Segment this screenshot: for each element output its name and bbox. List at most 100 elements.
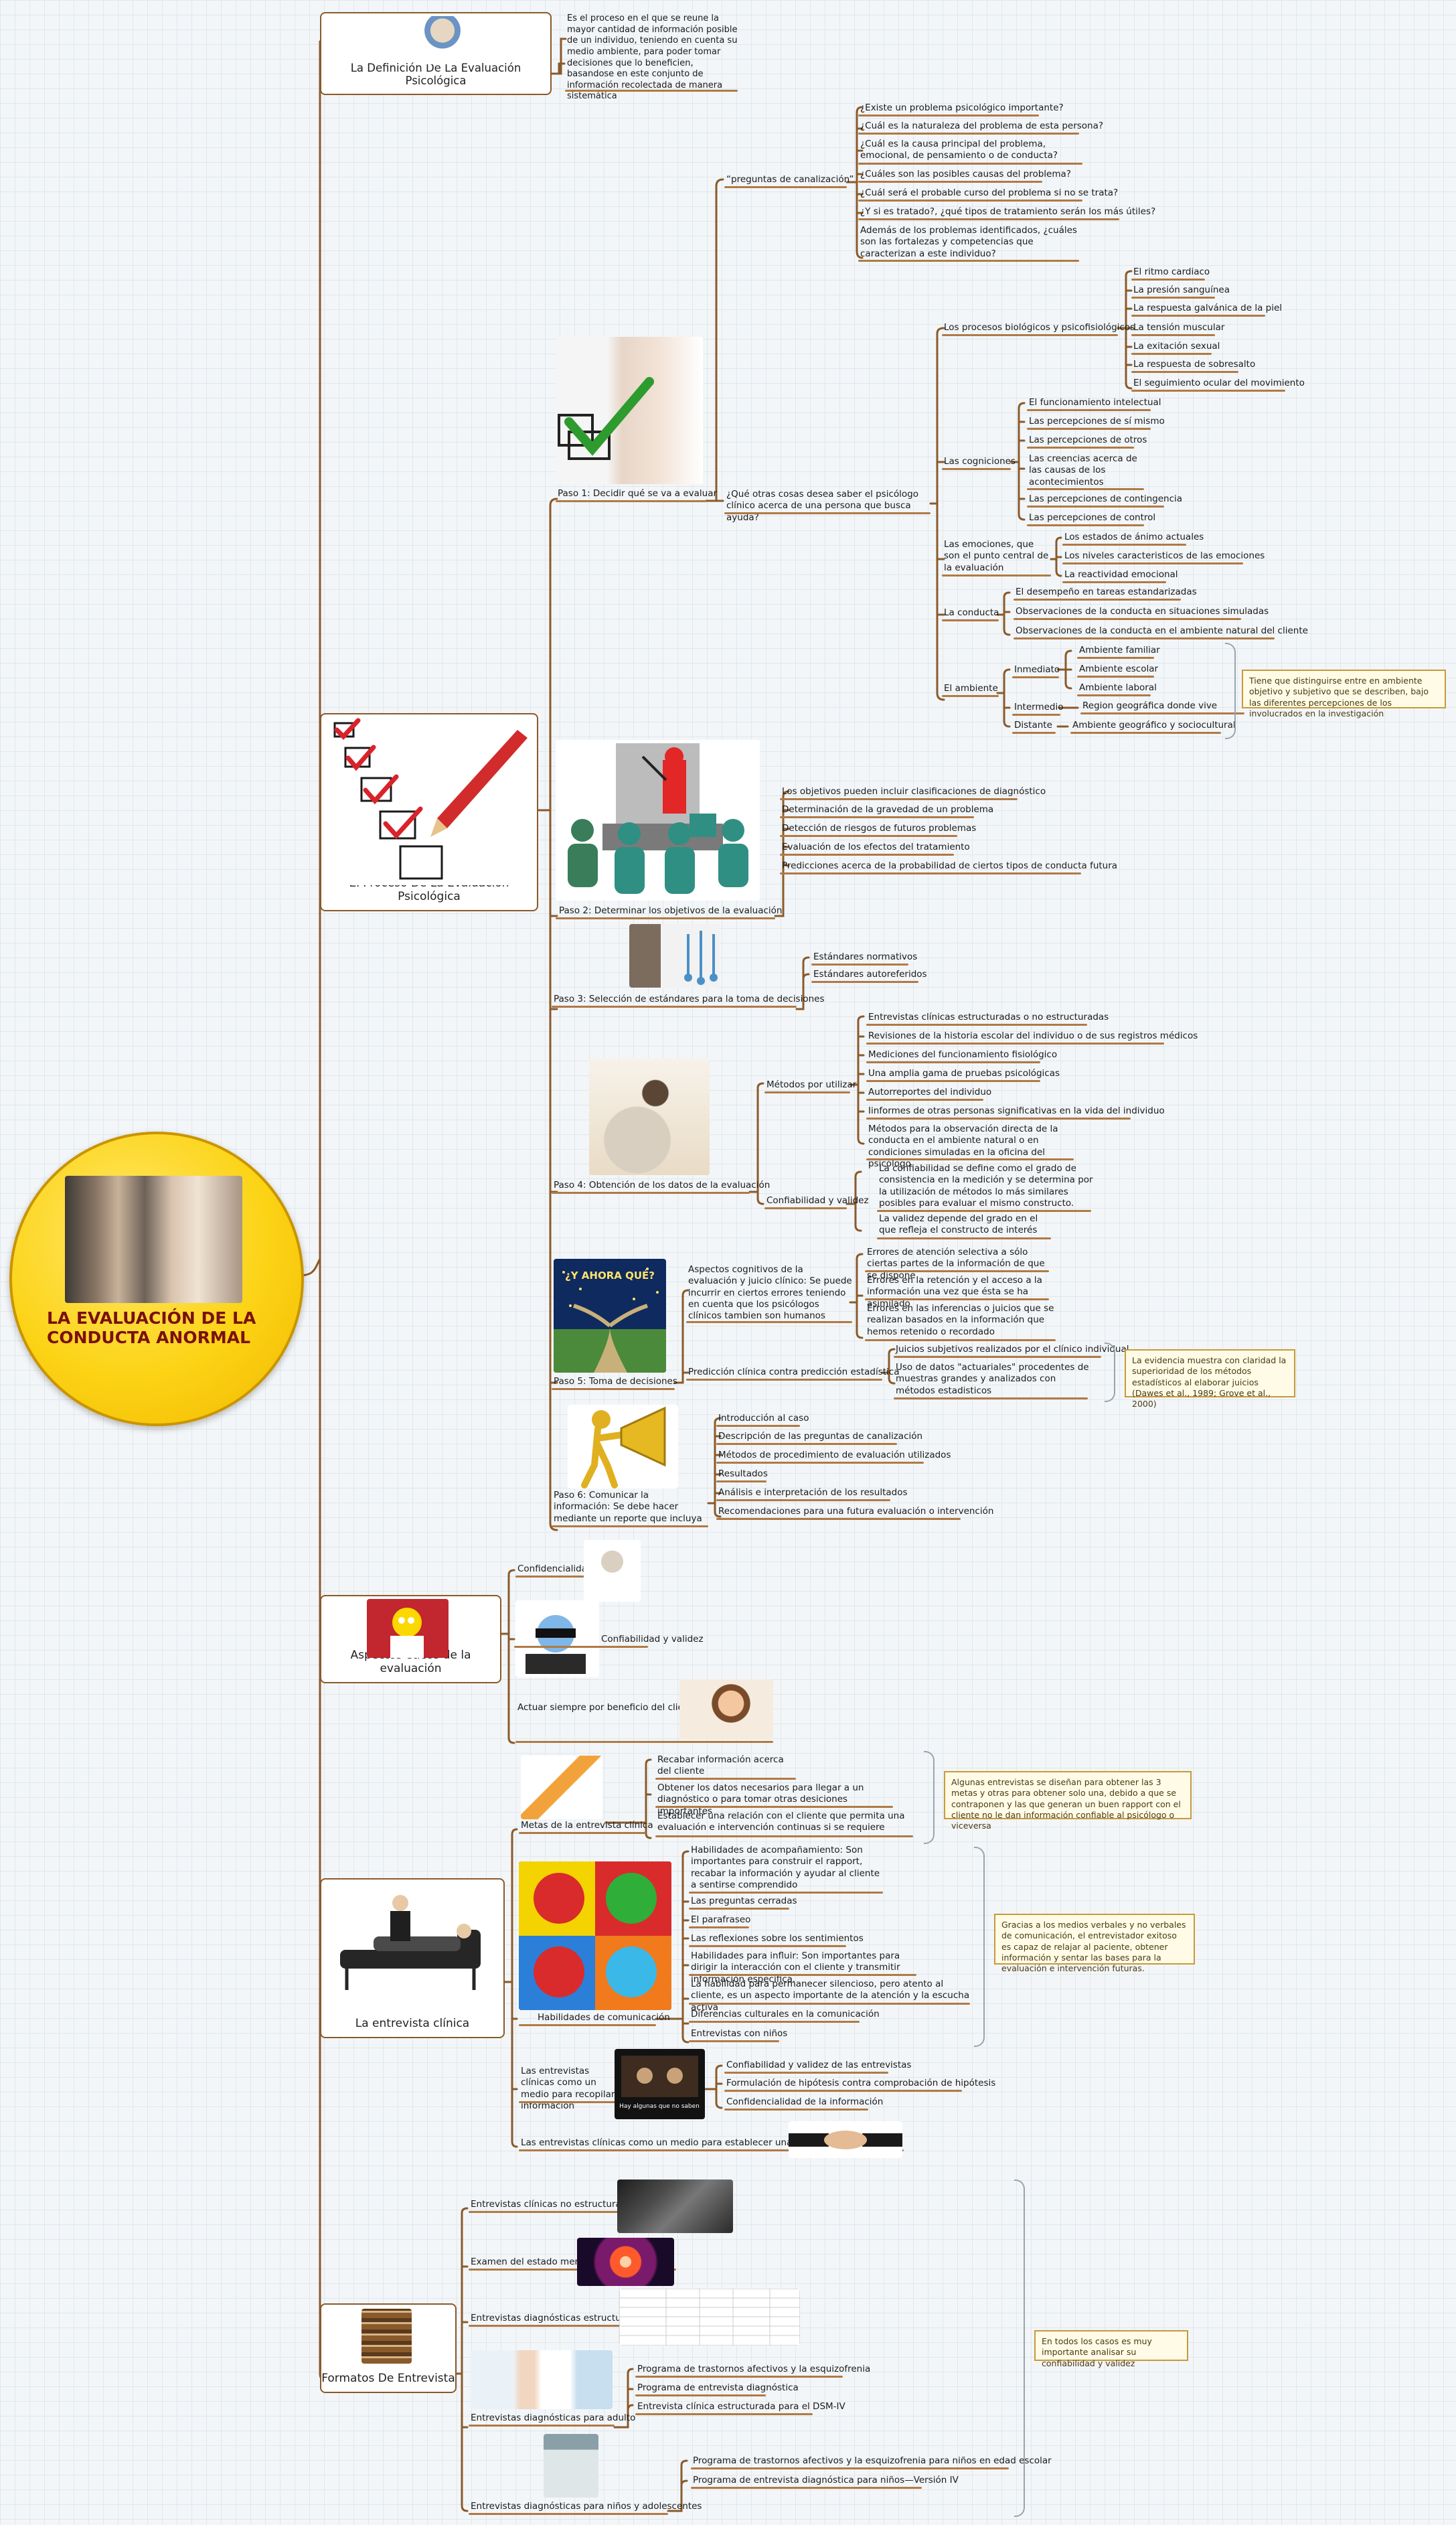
metas-brace <box>924 1751 935 1844</box>
item-underline <box>1062 544 1186 546</box>
paso3-underline <box>552 1006 797 1008</box>
cogniciones-item: Las percepciones de contingencia <box>1029 493 1183 504</box>
item-underline <box>1077 657 1154 659</box>
prediccion-item: Juicios subjetivos realizados por el clí… <box>896 1344 1129 1355</box>
definition-thinker-image <box>422 16 463 64</box>
item-underline <box>866 1080 1040 1082</box>
canalizacion-item: ¿Cuál es la causa principal del problema… <box>860 139 1058 161</box>
item-underline <box>1062 562 1243 564</box>
emociones-item: La reactividad emocional <box>1064 569 1178 580</box>
biologicos-item: La tensión muscular <box>1133 322 1225 333</box>
item-underline <box>716 1499 890 1501</box>
item-underline <box>780 798 1018 800</box>
item-underline <box>689 2040 779 2042</box>
label-underline <box>1012 732 1056 734</box>
formatos-note: En todos los casos es muy importante ana… <box>1034 2330 1188 2368</box>
item-underline <box>689 1974 916 1976</box>
label-underline <box>942 468 1011 470</box>
metodos-item: Una amplia gama de pruebas psicológicas <box>868 1068 1060 1079</box>
metas-item: Obtener los datos necesarios para llegar… <box>657 1782 864 1817</box>
relacion-label: Las entrevistas clínicas como un medio p… <box>521 2137 831 2148</box>
biologicos-item: El seguimiento ocular del movimiento <box>1133 378 1305 388</box>
adulto-item: Entrevista clínica estructurada para el … <box>637 2401 845 2412</box>
canalizacion-item: ¿Existe un problema psicológico importan… <box>860 102 1064 113</box>
definicion-note: Es el proceso en el que se reune la mayo… <box>567 13 738 102</box>
paso3-item: Estándares autoreferidos <box>813 969 927 980</box>
metodos-item: Métodos para la observación directa de l… <box>868 1124 1058 1169</box>
paso3-image <box>629 924 720 988</box>
label-underline <box>764 1207 847 1209</box>
eticos-item: Actuar siempre por beneficio del cliente <box>517 1702 698 1713</box>
cogniciones-item: Las percepciones de sí mismo <box>1029 416 1165 427</box>
item-underline <box>866 1118 1131 1120</box>
item-underline <box>1131 334 1215 336</box>
cogniciones-item: Las percepciones de otros <box>1029 435 1147 445</box>
metas-item: Establecer una relación con el cliente q… <box>657 1811 905 1833</box>
item-underline <box>865 1339 1056 1341</box>
item-underline <box>877 1210 1091 1212</box>
recopilar-image: Hay algunas que no saben <box>615 2049 705 2119</box>
inmediato-item: Ambiente laboral <box>1079 682 1157 693</box>
paso6-underline <box>552 1525 708 1527</box>
item-underline <box>1062 581 1166 583</box>
item-underline <box>724 2090 962 2092</box>
item-underline <box>1027 447 1134 449</box>
paso4-label: Paso 4: Obtención de los datos de la eva… <box>554 1180 771 1191</box>
habilidades-item: Diferencias culturales en la comunicació… <box>691 2009 880 2019</box>
cogniciones-item: Las creencias acerca de las causas de lo… <box>1029 453 1137 487</box>
paso2-item: Determinación de la gravedad de un probl… <box>782 804 994 815</box>
item-underline <box>865 1298 1049 1300</box>
item-underline <box>811 964 908 966</box>
metas-item: Recabar información acerca del cliente <box>657 1754 784 1777</box>
item-underline <box>858 181 1042 183</box>
intermedio-label: Intermedio <box>1014 702 1064 712</box>
biologicos-item: El ritmo cardiaco <box>1133 266 1210 277</box>
paso6-item: Resultados <box>718 1468 768 1479</box>
item-underline <box>1027 488 1144 490</box>
habilidades-item: Habilidades para influir: Son importante… <box>691 1950 900 1985</box>
paso2-item: Los objetivos pueden incluir clasificaci… <box>782 786 1046 797</box>
que-otras-underline <box>724 512 931 514</box>
formatos-item: Entrevistas diagnósticas estructuradas <box>471 2313 647 2323</box>
item-underline <box>635 2376 843 2378</box>
ninos-label: Entrevistas diagnósticas para niños y ad… <box>471 2501 702 2512</box>
item-underline <box>894 1356 1101 1358</box>
canalizacion-item: ¿Cuál es la naturaleza del problema de e… <box>860 121 1104 131</box>
cogniciones-item: El funcionamiento intelectual <box>1029 397 1161 408</box>
item-underline <box>811 981 918 983</box>
conducta-item: El desempeño en tareas estandarizadas <box>1016 587 1197 597</box>
paso2-meeting-image <box>556 740 760 901</box>
item-underline <box>515 1741 773 1743</box>
canalizacion-underline <box>724 186 847 188</box>
metodos-item: Entrevistas clínicas estructuradas o no … <box>868 1012 1109 1022</box>
topic-formatos[interactable]: Formatos De Entrevista <box>320 2303 457 2393</box>
paso3-item: Estándares normativos <box>813 951 918 962</box>
canalizacion-item: ¿Cuáles son las posibles causas del prob… <box>860 169 1071 179</box>
item-underline <box>780 816 974 818</box>
habilidades-brace <box>974 1847 985 2047</box>
item-underline <box>691 2467 1009 2469</box>
ninos-book-image <box>544 2434 598 2498</box>
item-underline <box>1077 676 1154 678</box>
item-underline <box>724 2072 888 2074</box>
confiabilidad-item: La confiabilidad se define como el grado… <box>879 1163 1093 1209</box>
formatos-item: Entrevistas clínicas no estructuradas <box>471 2199 637 2210</box>
item-underline <box>689 2021 860 2023</box>
adulto-image <box>471 2350 613 2409</box>
formatos-books-image <box>361 2309 412 2364</box>
item-underline <box>1027 506 1164 508</box>
item-underline <box>877 1237 1051 1239</box>
paso2-item: Detección de riesgos de futuros problema… <box>782 823 977 834</box>
errores-item: Errores de atención selectiva a sólo cie… <box>867 1247 1045 1281</box>
item-underline <box>858 218 1119 220</box>
item-underline <box>1131 297 1215 299</box>
habilidades-note: Gracias a los medios verbales y no verba… <box>994 1914 1195 1973</box>
estructuradas-table-image <box>619 2289 800 2346</box>
item-underline <box>1014 637 1275 639</box>
paso3-thermometers <box>684 931 718 985</box>
item-underline <box>894 1397 1088 1399</box>
item-underline <box>716 1443 897 1445</box>
metas-label: Metas de la entrevista clínica <box>521 1820 653 1831</box>
habilidades-item: Habilidades de acompañamiento: Son impor… <box>691 1845 880 1890</box>
item-underline <box>1131 315 1265 317</box>
